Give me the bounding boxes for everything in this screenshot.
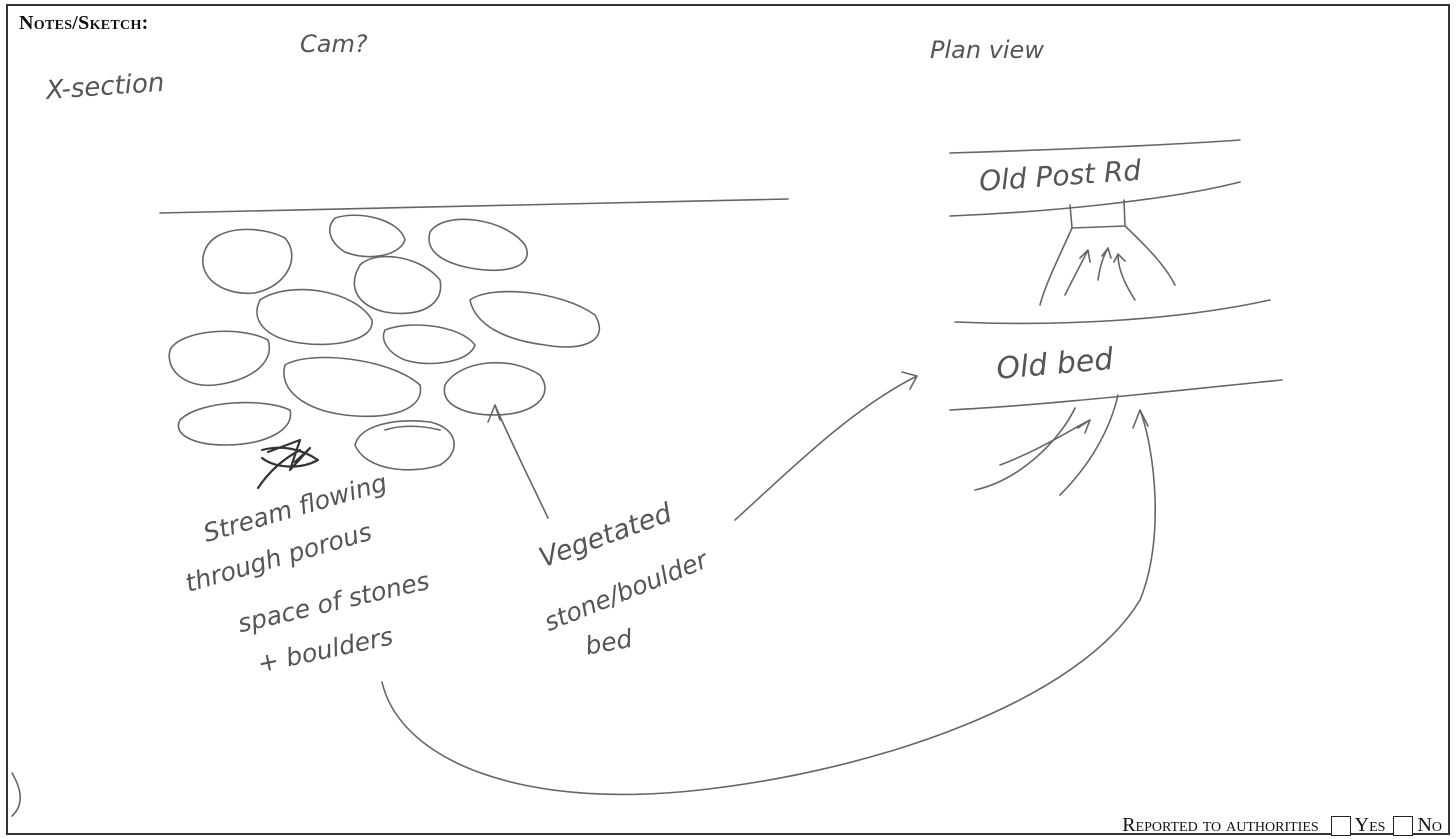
- stone: [329, 214, 406, 258]
- flow-arrow: [1064, 249, 1091, 296]
- flow-arrow: [1097, 247, 1112, 281]
- notes-sketch-box: [6, 4, 1450, 835]
- stone: [469, 290, 601, 348]
- long-curve-arrow: [381, 409, 1156, 796]
- yes-label: Yes: [1354, 814, 1386, 836]
- road-line-bottom: [949, 181, 1241, 217]
- stone: [443, 361, 546, 416]
- fan-left: [1039, 227, 1073, 306]
- edge-mark: [11, 772, 22, 817]
- stone: [202, 228, 293, 294]
- yes-checkbox[interactable]: [1330, 815, 1351, 836]
- stream-line: [1059, 394, 1119, 496]
- stone-mark: [384, 425, 441, 431]
- reported-to-authorities-row: Reported to authorities Yes No: [1122, 814, 1442, 837]
- stone: [354, 420, 455, 471]
- stream-line: [999, 419, 1091, 466]
- bed-line-bottom: [949, 379, 1283, 411]
- no-checkbox[interactable]: [1393, 815, 1414, 836]
- road-line-top: [949, 139, 1241, 154]
- reported-no-option[interactable]: No: [1393, 814, 1442, 837]
- bed-line-top: [954, 299, 1271, 325]
- stone: [382, 324, 476, 365]
- stream-line: [974, 407, 1076, 491]
- top-note: Cam?: [300, 30, 368, 58]
- right-heading: Plan view: [930, 36, 1044, 64]
- stone: [353, 255, 442, 315]
- reported-yes-option[interactable]: Yes: [1330, 814, 1386, 837]
- no-label: No: [1417, 814, 1442, 836]
- section-title: Notes/Sketch:: [19, 12, 149, 34]
- flow-arrow: [1113, 253, 1136, 301]
- note-arrow: [487, 404, 549, 519]
- stream-scribble: [256, 438, 320, 490]
- stone: [168, 330, 271, 387]
- stone: [283, 356, 422, 418]
- stone: [177, 401, 292, 446]
- stone: [256, 288, 373, 346]
- reported-label: Reported to authorities: [1122, 814, 1319, 836]
- fan-right: [1124, 225, 1176, 286]
- bed-arrow: [734, 371, 918, 521]
- culvert: [1069, 199, 1126, 229]
- ground-line: [159, 198, 789, 214]
- stone: [428, 218, 528, 272]
